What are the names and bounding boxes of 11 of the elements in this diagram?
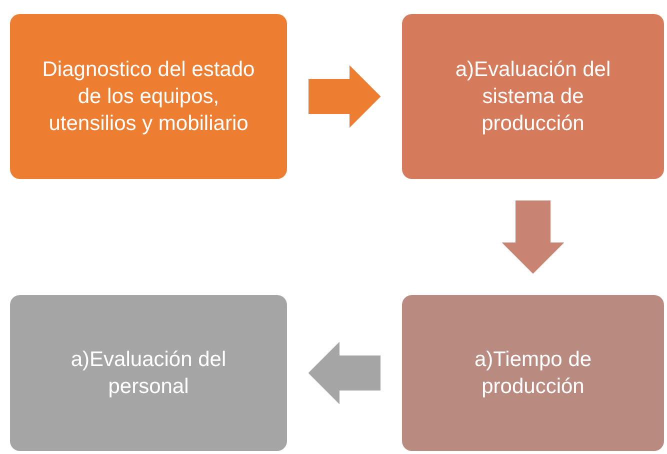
box-text: Diagnostico del estado de los equipos, utensilios y mobiliario bbox=[42, 56, 255, 138]
block-arrow bbox=[502, 200, 564, 274]
box-text: a)Tiempo de producción bbox=[473, 346, 593, 400]
process-box bbox=[402, 295, 664, 451]
process-box bbox=[10, 14, 287, 179]
block-arrow bbox=[308, 342, 380, 404]
process-box bbox=[402, 14, 664, 179]
block-arrow bbox=[308, 65, 381, 128]
box-text: a)Evaluación del personal bbox=[70, 346, 228, 400]
box-text: a)Evaluación del sistema de producción bbox=[454, 56, 612, 138]
process-box bbox=[10, 295, 287, 451]
